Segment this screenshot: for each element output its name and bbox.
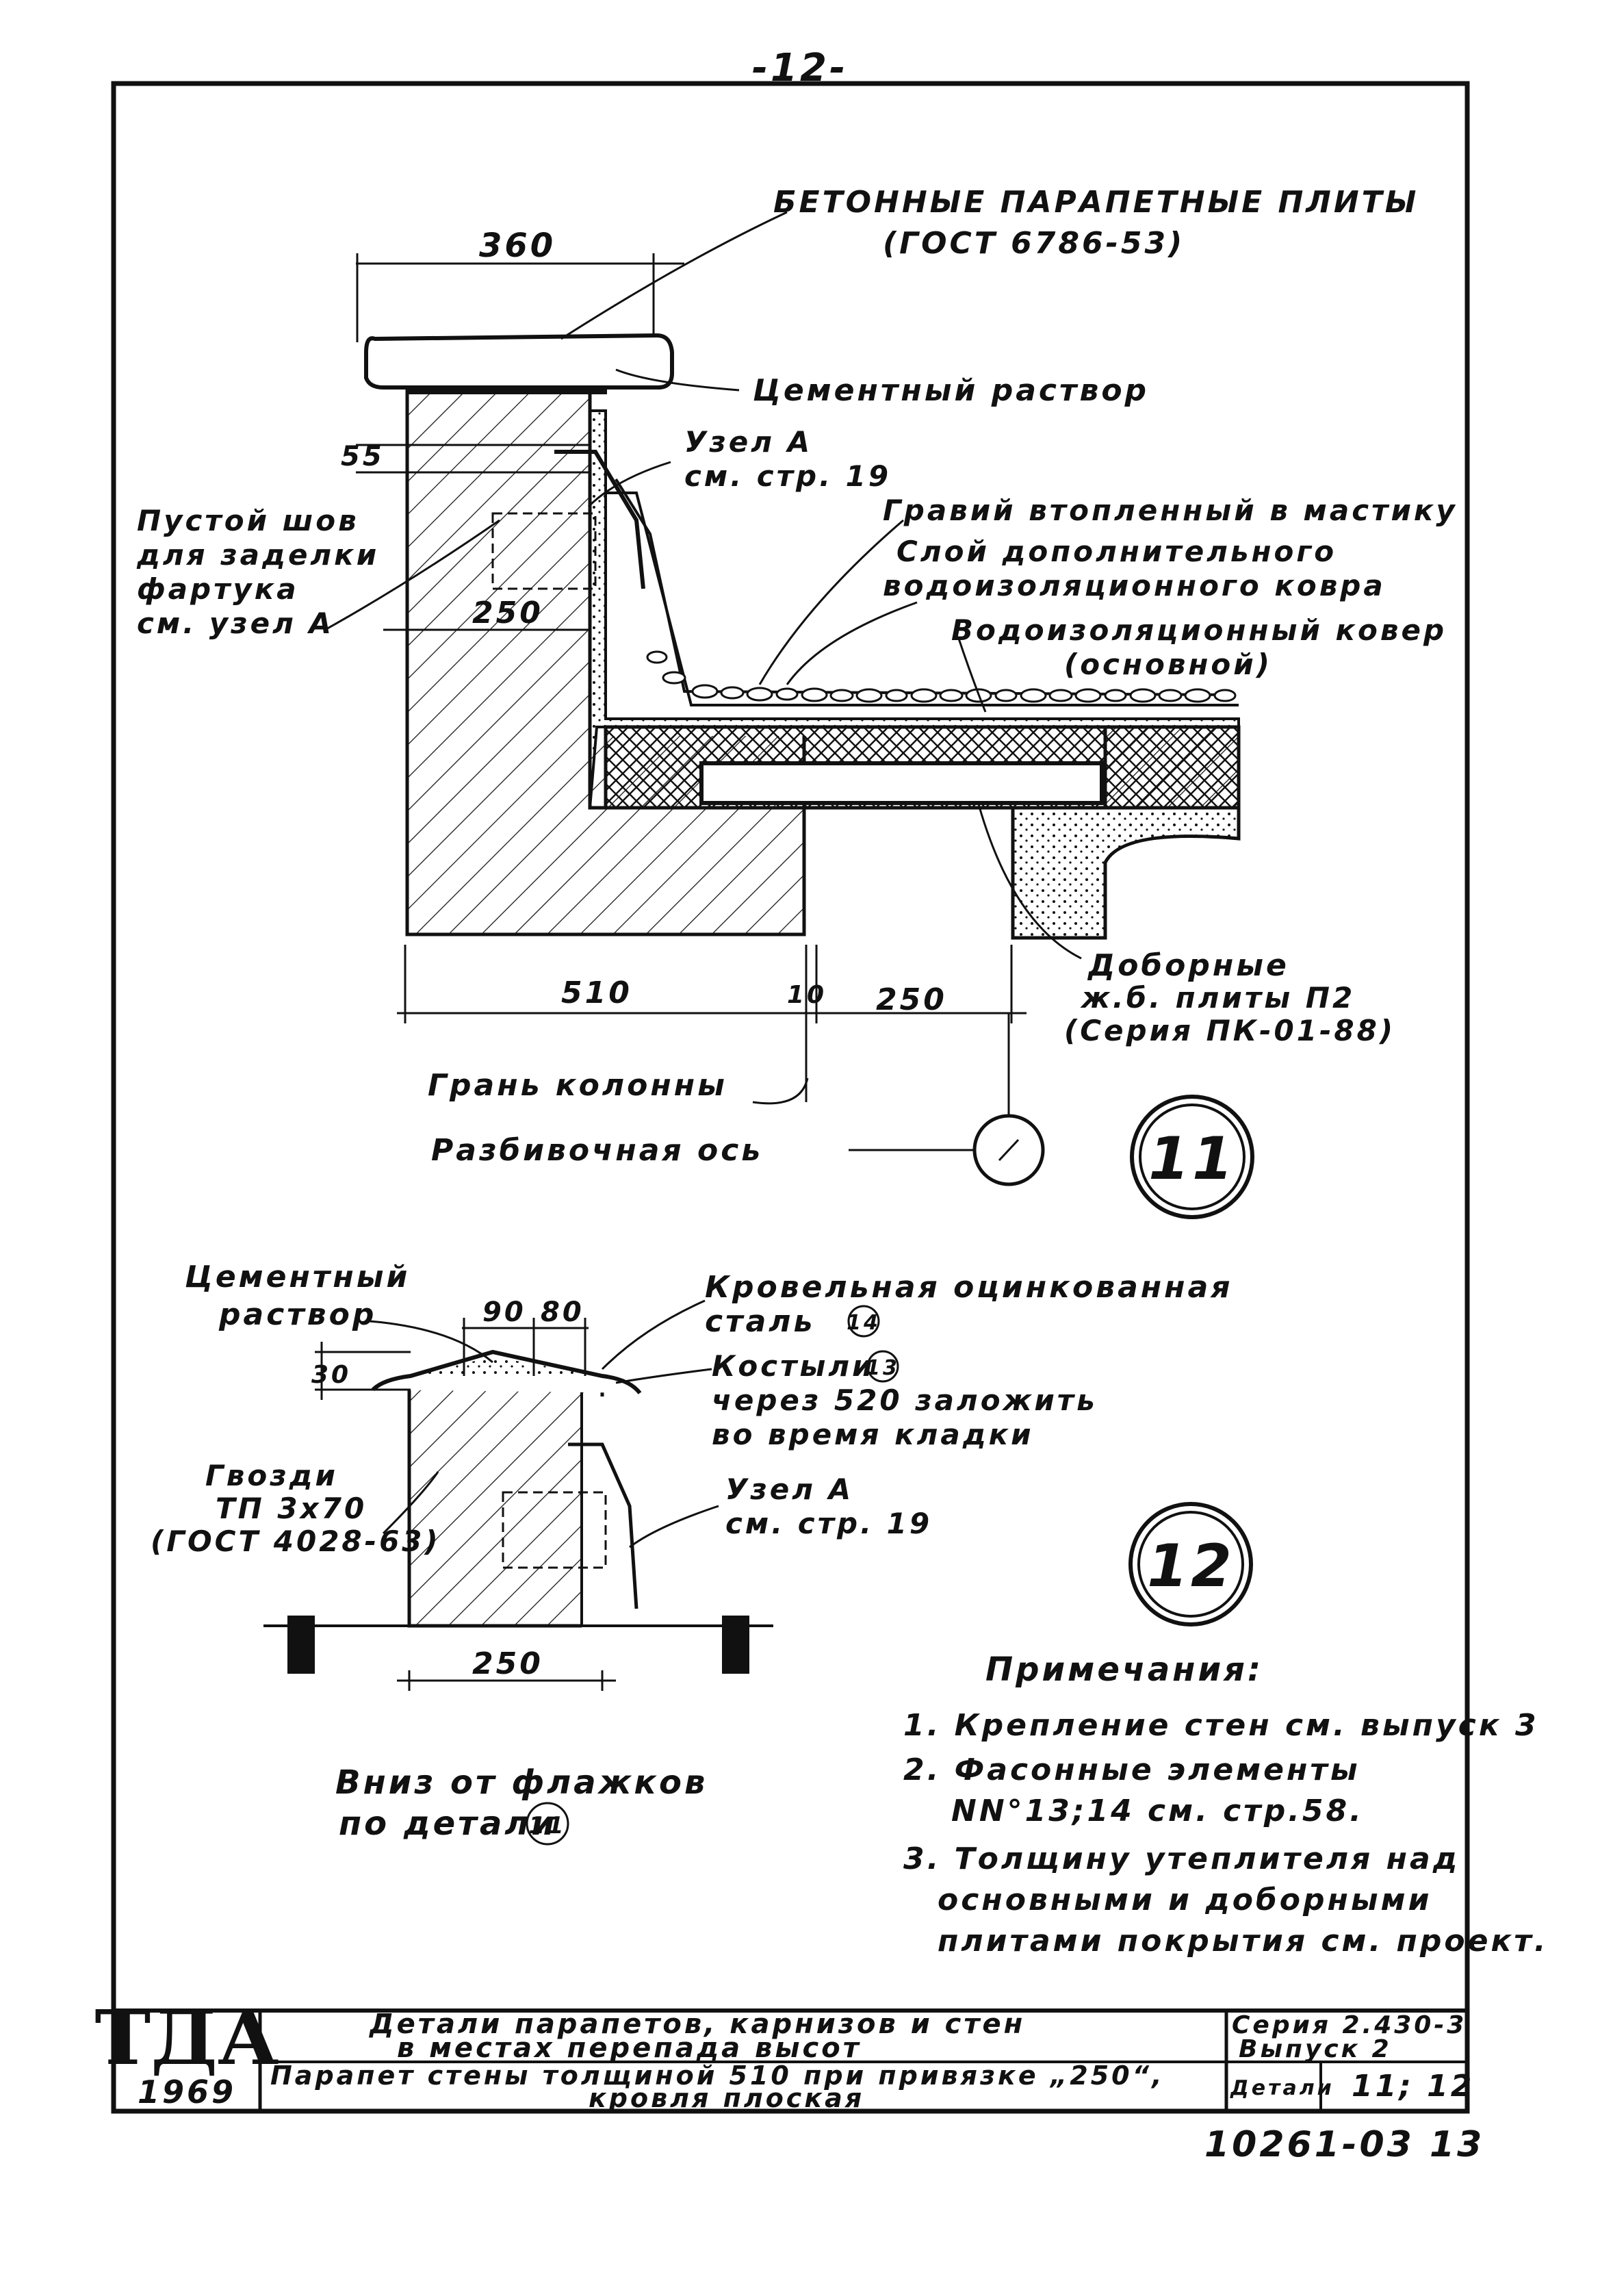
label-crutches-3: во время кладки xyxy=(712,1418,1034,1451)
label-column-face: Грань колонны xyxy=(428,1068,727,1103)
screed-layer xyxy=(589,409,1240,808)
dim-510: 510 xyxy=(561,975,632,1010)
detail-12: 12 Цементный раствор 90 80 30 Кровельная… xyxy=(151,1260,1253,1846)
detail-11-circle-outer xyxy=(1130,1095,1254,1219)
label-cement-mortar-12-1: Цементный xyxy=(185,1260,410,1294)
additional-slab xyxy=(699,761,1104,805)
note-line-4: 3. Толщину утеплителя над xyxy=(903,1841,1460,1876)
label-empty-joint-3: фартука xyxy=(137,572,299,606)
label-extra-layer-1: Слой дополнительного xyxy=(896,535,1337,568)
title-line-1: Детали парапетов, карнизов и стен xyxy=(368,2008,1025,2040)
flag-right xyxy=(722,1616,749,1674)
wall-12-hatch xyxy=(407,1384,604,1628)
label-add-slabs-3: (Серия ПК-01-88) xyxy=(1064,1014,1395,1047)
dim-250-top: 250 xyxy=(472,596,543,630)
label-node-a-12-2: см. стр. 19 xyxy=(725,1507,932,1540)
notes-block: Примечания: 1. Крепление стен см. выпуск… xyxy=(903,1650,1549,1959)
note-line-5: основными и доборными xyxy=(938,1883,1432,1917)
label-cement-mortar-12-2: раствор xyxy=(218,1297,376,1332)
dim-10: 10 xyxy=(787,981,827,1009)
parapet-coping-slab xyxy=(364,333,674,390)
detail-label: Детали xyxy=(1230,2076,1334,2100)
subtitle-line-1: Парапет стены толщиной 510 при привязке … xyxy=(270,2061,1165,2091)
note-line-3: NN°13;14 см. стр.58. xyxy=(951,1794,1364,1828)
label-empty-joint-1: Пустой шов xyxy=(137,504,359,537)
dim-250-bottom: 250 xyxy=(876,982,947,1017)
label-parapet-slabs: БЕТОННЫЕ ПАРАПЕТНЫЕ ПЛИТЫ xyxy=(773,185,1419,220)
label-main-carpet-2: (основной) xyxy=(1064,648,1272,681)
label-nails-1: Гвозди xyxy=(205,1459,338,1492)
label-down-ref: 11 xyxy=(528,1812,566,1839)
label-roof-steel-2: сталь xyxy=(705,1304,815,1339)
dim-360: 360 xyxy=(479,227,556,265)
label-nails-2: ТП 3х70 xyxy=(216,1492,367,1525)
dim-90: 90 xyxy=(482,1297,526,1328)
label-crutches-ref: 13 xyxy=(866,1356,900,1380)
notes-title: Примечания: xyxy=(985,1650,1263,1689)
title-line-2: в местах перепада высот xyxy=(397,2032,862,2064)
title-year: 1969 xyxy=(138,2074,236,2110)
gravel-layer xyxy=(646,650,1237,703)
label-gravel: Гравий втопленный в мастику xyxy=(883,494,1458,527)
flag-left xyxy=(287,1616,315,1674)
hollow-core-slab xyxy=(1011,806,1241,940)
label-axis: Разбивочная ось xyxy=(431,1133,763,1168)
label-add-slabs-2: ж.б. плиты П2 xyxy=(1080,981,1355,1015)
label-extra-layer-2: водоизоляционного ковра xyxy=(883,569,1386,602)
label-node-a-2: см. стр. 19 xyxy=(684,459,891,493)
detail-12-circle-outer xyxy=(1128,1502,1253,1627)
label-crutches-1: Костыли xyxy=(712,1349,875,1383)
label-roof-steel-ref: 14 xyxy=(847,1311,881,1335)
note-line-6: плитами покрытия см. проект. xyxy=(938,1924,1549,1959)
logo-tda: ТДА xyxy=(94,1993,279,2082)
subtitle-line-2: кровля плоская xyxy=(589,2083,864,2113)
detail-value: 11; 12 xyxy=(1352,2069,1474,2104)
note-line-2: 2. Фасонные элементы xyxy=(903,1752,1360,1787)
label-roof-steel-1: Кровельная оцинкованная xyxy=(705,1270,1233,1305)
label-node-a-1: Узел А xyxy=(684,425,812,459)
detail-11: 11 БЕТОННЫЕ ПАРАПЕТНЫЕ ПЛИТЫ (ГОСТ 6786-… xyxy=(136,185,1458,1219)
dim-55: 55 xyxy=(341,441,385,472)
title-block xyxy=(114,2008,1467,2111)
label-crutches-2: через 520 заложить xyxy=(712,1383,1098,1417)
sheet-frame xyxy=(111,81,1470,2114)
note-line-1: 1. Крепление стен см. выпуск 3 xyxy=(903,1708,1539,1743)
series-line-2: Выпуск 2 xyxy=(1239,2035,1392,2063)
dim-250-12: 250 xyxy=(472,1646,543,1681)
label-down-2: по детали xyxy=(339,1804,557,1843)
dim-30: 30 xyxy=(311,1361,351,1389)
detail-11-number: 11 xyxy=(1148,1125,1236,1193)
sheet-code: 10261-03 13 xyxy=(1204,2124,1484,2165)
label-node-a-12-1: Узел А xyxy=(725,1472,853,1506)
label-cement-mortar: Цементный раствор xyxy=(753,373,1149,408)
label-down-1: Вниз от флажков xyxy=(335,1763,708,1802)
series-line-1: Серия 2.430-3 xyxy=(1232,2011,1467,2039)
label-empty-joint-4: см. узел А xyxy=(137,607,334,640)
label-nails-3: (ГОСТ 4028-63) xyxy=(151,1525,441,1558)
label-parapet-gost: (ГОСТ 6786-53) xyxy=(883,226,1185,261)
detail-12-number: 12 xyxy=(1147,1532,1235,1600)
label-main-carpet-1: Водоизоляционный ковер xyxy=(951,613,1447,647)
label-empty-joint-2: для заделки xyxy=(136,538,379,572)
label-add-slabs-1: Доборные xyxy=(1087,948,1289,983)
dim-80: 80 xyxy=(541,1297,584,1328)
